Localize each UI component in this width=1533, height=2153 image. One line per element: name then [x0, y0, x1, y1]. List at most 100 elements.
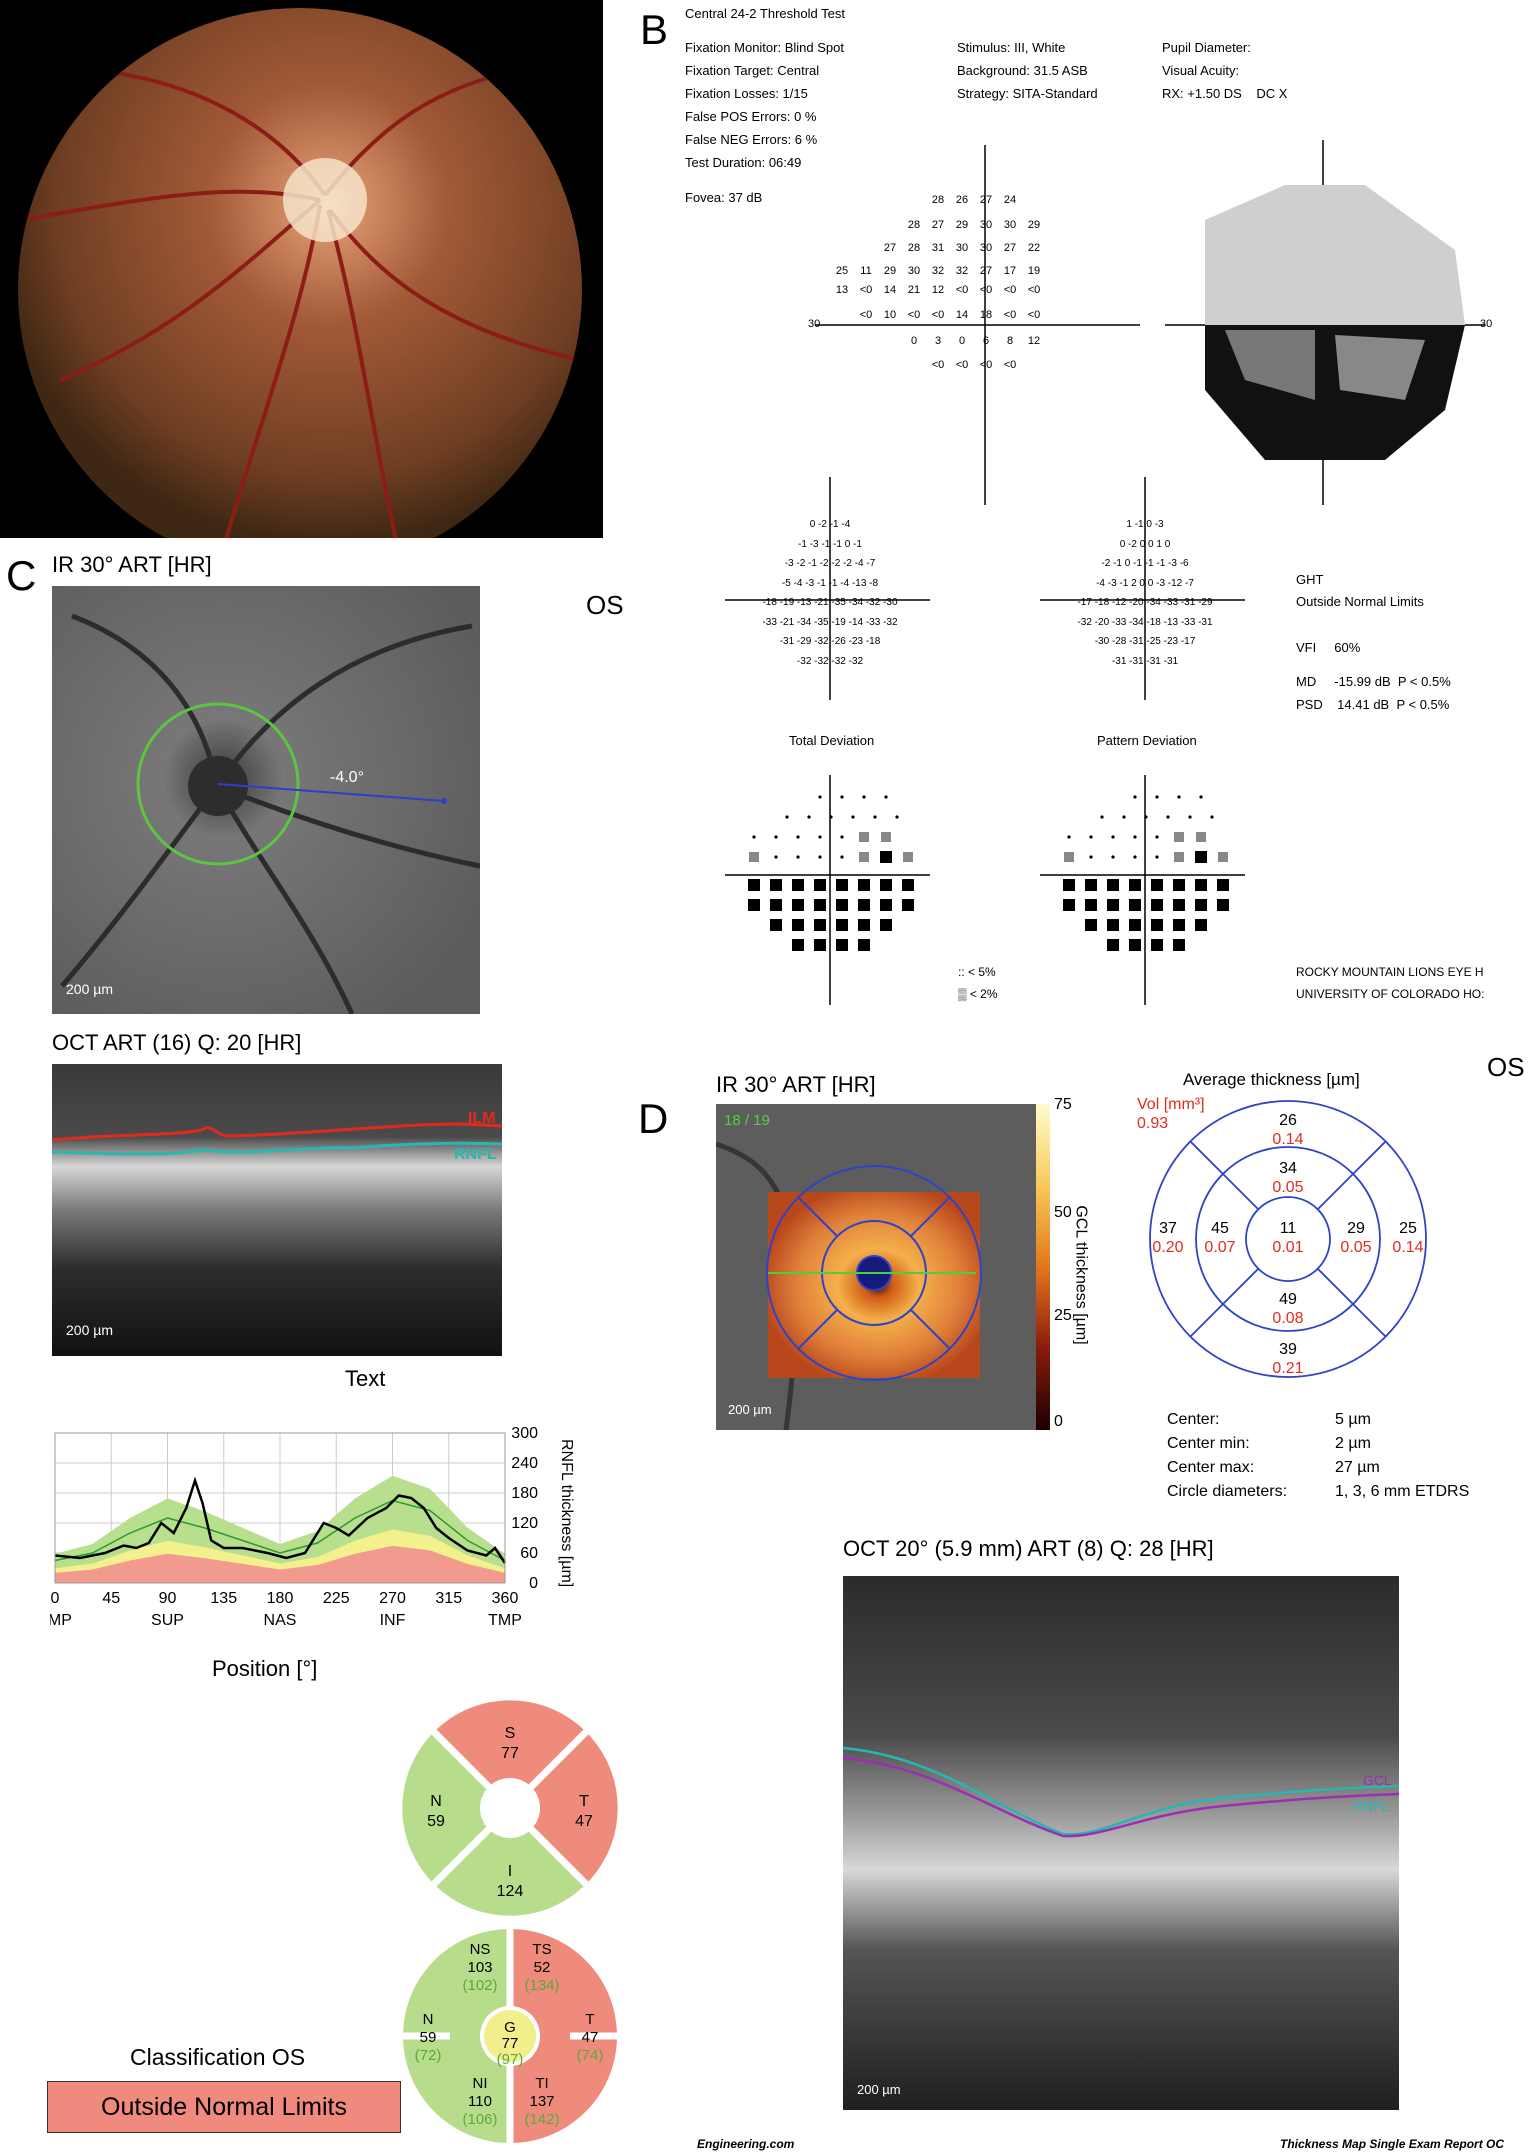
probability-square: [748, 899, 760, 911]
ght-label: GHT: [1296, 572, 1324, 587]
gcl-counter: 18 / 19: [724, 1112, 770, 1129]
y-axis-label: RNFL thickness [µm]: [558, 1439, 575, 1587]
probability-square: [1195, 919, 1207, 931]
legend-5-percent: :: < 5%: [958, 965, 996, 979]
probability-square: [858, 939, 870, 951]
etdrs-inner-sup: 34: [1279, 1160, 1297, 1177]
vfi-value: VFI 60%: [1296, 640, 1361, 655]
ilm-label: ILM: [468, 1110, 496, 1127]
probability-dot: [1155, 855, 1159, 859]
probability-dot: [1111, 855, 1115, 859]
rnfl-thickness-chart: 30024018012060004590135180225270315360TM…: [50, 1425, 575, 1629]
rnfl-q-s-val: 77: [501, 1745, 519, 1762]
rnfl-q-i-val: 124: [497, 1883, 524, 1900]
threshold-value: <0: [980, 359, 993, 371]
probability-square: [1129, 879, 1141, 891]
oct20-bscan: GCL RNFL 200 µm: [843, 1576, 1399, 2110]
threshold-value: <0: [932, 359, 945, 371]
probability-square: [1173, 919, 1185, 931]
threshold-value: 29: [884, 265, 896, 277]
total-deviation-values: 0 -2 -1 -4 -1 -3 -1 -1 0 -1 -3 -2 -1 -2 …: [735, 515, 925, 671]
probability-dot: [1100, 815, 1104, 819]
etdrs-inner-inf: 49: [1279, 1291, 1297, 1308]
sector-n-val: 59: [420, 2029, 437, 2046]
probability-square: [1217, 879, 1229, 891]
x-tick-label: 135: [210, 1590, 237, 1607]
vol-value: 0.93: [1137, 1115, 1169, 1132]
threshold-value: <0: [932, 309, 945, 321]
probability-hatched: [1064, 852, 1074, 862]
threshold-value: <0: [1004, 359, 1017, 371]
threshold-value: 10: [884, 309, 896, 321]
probability-square: [836, 879, 848, 891]
rnfl-sector-circle: NS 103 (102) TS 52 (134) N 59 (72) G 77 …: [403, 1929, 617, 2143]
thickness-stats: Center:5 µm Center min:2 µm Center max:2…: [1167, 1408, 1469, 1504]
probability-square: [1151, 879, 1163, 891]
threshold-value: <0: [908, 309, 921, 321]
probability-dot: [1166, 815, 1170, 819]
gcl-colorbar: [1036, 1104, 1050, 1430]
probability-square: [836, 939, 848, 951]
probability-dot: [1133, 795, 1137, 799]
probability-dot: [1188, 815, 1192, 819]
probability-square: [858, 919, 870, 931]
etdrs-center: 11: [1280, 1220, 1297, 1237]
pd-row: 1 -1 0 -3: [1126, 519, 1164, 530]
hospital-line-2: UNIVERSITY OF COLORADO HO:: [1296, 987, 1485, 1001]
etdrs-outer-nasal-vol: 0.20: [1152, 1239, 1183, 1256]
threshold-value: 27: [1004, 242, 1016, 254]
pd-row: -17 -18 -12 -20 -34 -33 -31 -29: [1077, 597, 1213, 608]
sector-ts-norm: (134): [524, 1977, 559, 1994]
threshold-value: 21: [908, 284, 920, 296]
probability-square: [836, 899, 848, 911]
etdrs-outer-nasal: 37: [1159, 1220, 1177, 1237]
probability-dot: [873, 815, 877, 819]
sector-ns-val: 103: [467, 1959, 492, 1976]
sector-ts: TS: [532, 1941, 551, 1958]
threshold-value: <0: [860, 309, 873, 321]
sector-ti-norm: (142): [524, 2111, 559, 2128]
probability-square: [1107, 919, 1119, 931]
ght-value: Outside Normal Limits: [1296, 594, 1424, 609]
probability-hatched: [1196, 832, 1206, 842]
false-neg: False NEG Errors: 6 %: [685, 132, 818, 147]
td-row: -18 -19 -13 -21 -35 -34 -32 -30: [762, 597, 898, 608]
sector-label: INF: [380, 1612, 406, 1629]
footer-left: Engineering.com: [697, 2137, 795, 2151]
probability-dot: [1155, 795, 1159, 799]
gcl-tick-75: 75: [1054, 1096, 1072, 1113]
oct20-title: OCT 20° (5.9 mm) ART (8) Q: 28 [HR]: [843, 1536, 1214, 1561]
etdrs-outer-temporal-vol: 0.14: [1392, 1239, 1423, 1256]
oct20-scale-bar: 200 µm: [857, 2082, 901, 2097]
rx: RX: +1.50 DS DC X: [1162, 86, 1288, 101]
probability-square: [1217, 899, 1229, 911]
threshold-value: 13: [836, 284, 848, 296]
probability-square: [1151, 939, 1163, 951]
psd-value: PSD 14.41 dB P < 0.5%: [1296, 697, 1450, 712]
stat-row: Center max:27 µm: [1167, 1459, 1380, 1476]
threshold-value: 31: [932, 242, 944, 254]
x-tick-label: 0: [51, 1590, 60, 1607]
probability-dot: [884, 795, 888, 799]
threshold-value: <0: [956, 284, 969, 296]
probability-dot: [840, 855, 844, 859]
sector-g: G: [504, 2019, 516, 2036]
threshold-value: 17: [1004, 265, 1016, 277]
probability-hatched: [1218, 852, 1228, 862]
probability-dot: [1177, 795, 1181, 799]
ir-angle-label: -4.0°: [330, 769, 364, 786]
fovea-value: Fovea: 37 dB: [685, 190, 763, 205]
etdrs-grid: 26 0.14 34 0.05 37 0.20 45 0.07 11 0.01 …: [1149, 1100, 1427, 1378]
probability-dot: [807, 815, 811, 819]
pd-row: 0 -2 0 0 1 0: [1119, 538, 1171, 550]
etdrs-outer-inf-vol: 0.21: [1272, 1360, 1303, 1377]
probability-dot: [1155, 835, 1159, 839]
rnfl-q-n: N: [430, 1793, 442, 1810]
visual-acuity: Visual Acuity:: [1162, 63, 1240, 78]
probability-square: [880, 919, 892, 931]
panel-label-c: C: [6, 552, 37, 599]
rnfl-q-t-val: 47: [575, 1813, 593, 1830]
stimulus: Stimulus: III, White: [957, 40, 1066, 55]
ir-scale-bar-c: 200 µm: [66, 981, 113, 997]
